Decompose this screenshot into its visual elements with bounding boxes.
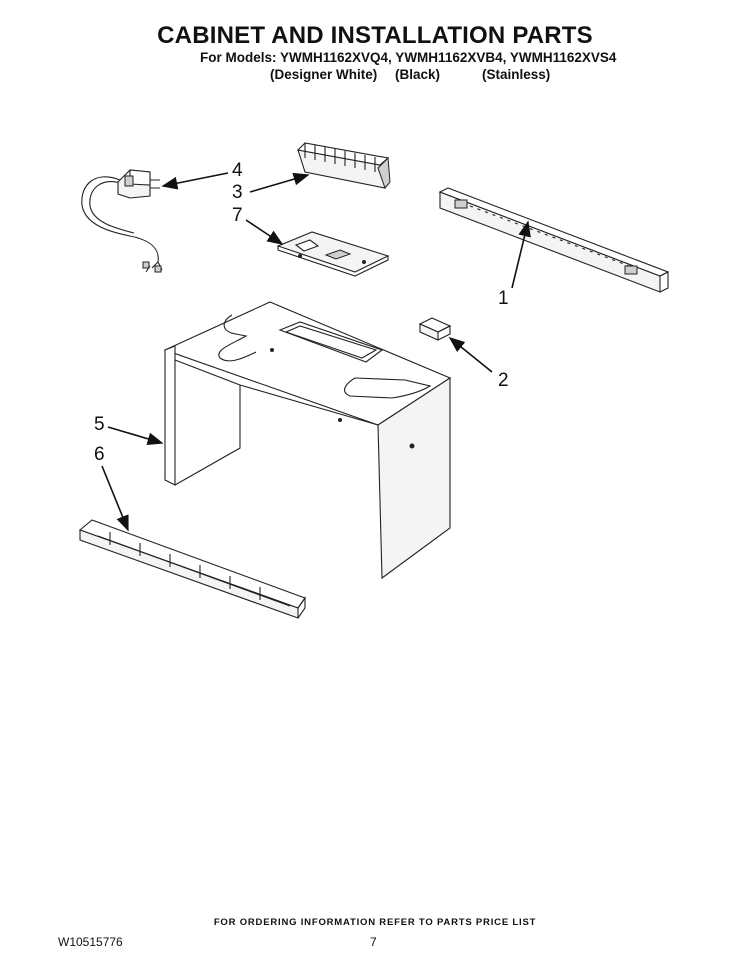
power-cord-part: [81, 169, 163, 273]
ordering-note: FOR ORDERING INFORMATION REFER TO PARTS …: [213, 917, 537, 928]
callout-arrows: [101, 172, 531, 532]
models-line: For Models: YWMH1162XVQ4, YWMH1162XVB4, …: [200, 50, 617, 65]
vent-damper-part: [296, 142, 391, 189]
callout-5: 5: [94, 414, 105, 435]
mounting-rail-part: [438, 187, 670, 293]
mounting-plate-part: [276, 231, 390, 277]
front-trim-part: [78, 519, 306, 619]
cabinet-frame-part: [163, 301, 452, 580]
page-title: CABINET AND INSTALLATION PARTS: [157, 22, 593, 49]
callout-2: 2: [498, 370, 509, 391]
document-number: W10515776: [58, 935, 123, 949]
callout-7: 7: [232, 205, 243, 226]
variant-designer-white: (Designer White): [270, 67, 378, 82]
page-number: 7: [370, 935, 377, 949]
callout-3: 3: [232, 182, 243, 203]
variant-black: (Black): [395, 67, 441, 82]
callout-4: 4: [232, 160, 243, 181]
callout-6: 6: [94, 444, 105, 465]
callout-1: 1: [498, 288, 509, 309]
variant-stainless: (Stainless): [482, 67, 551, 82]
bracket-part: [418, 317, 452, 341]
